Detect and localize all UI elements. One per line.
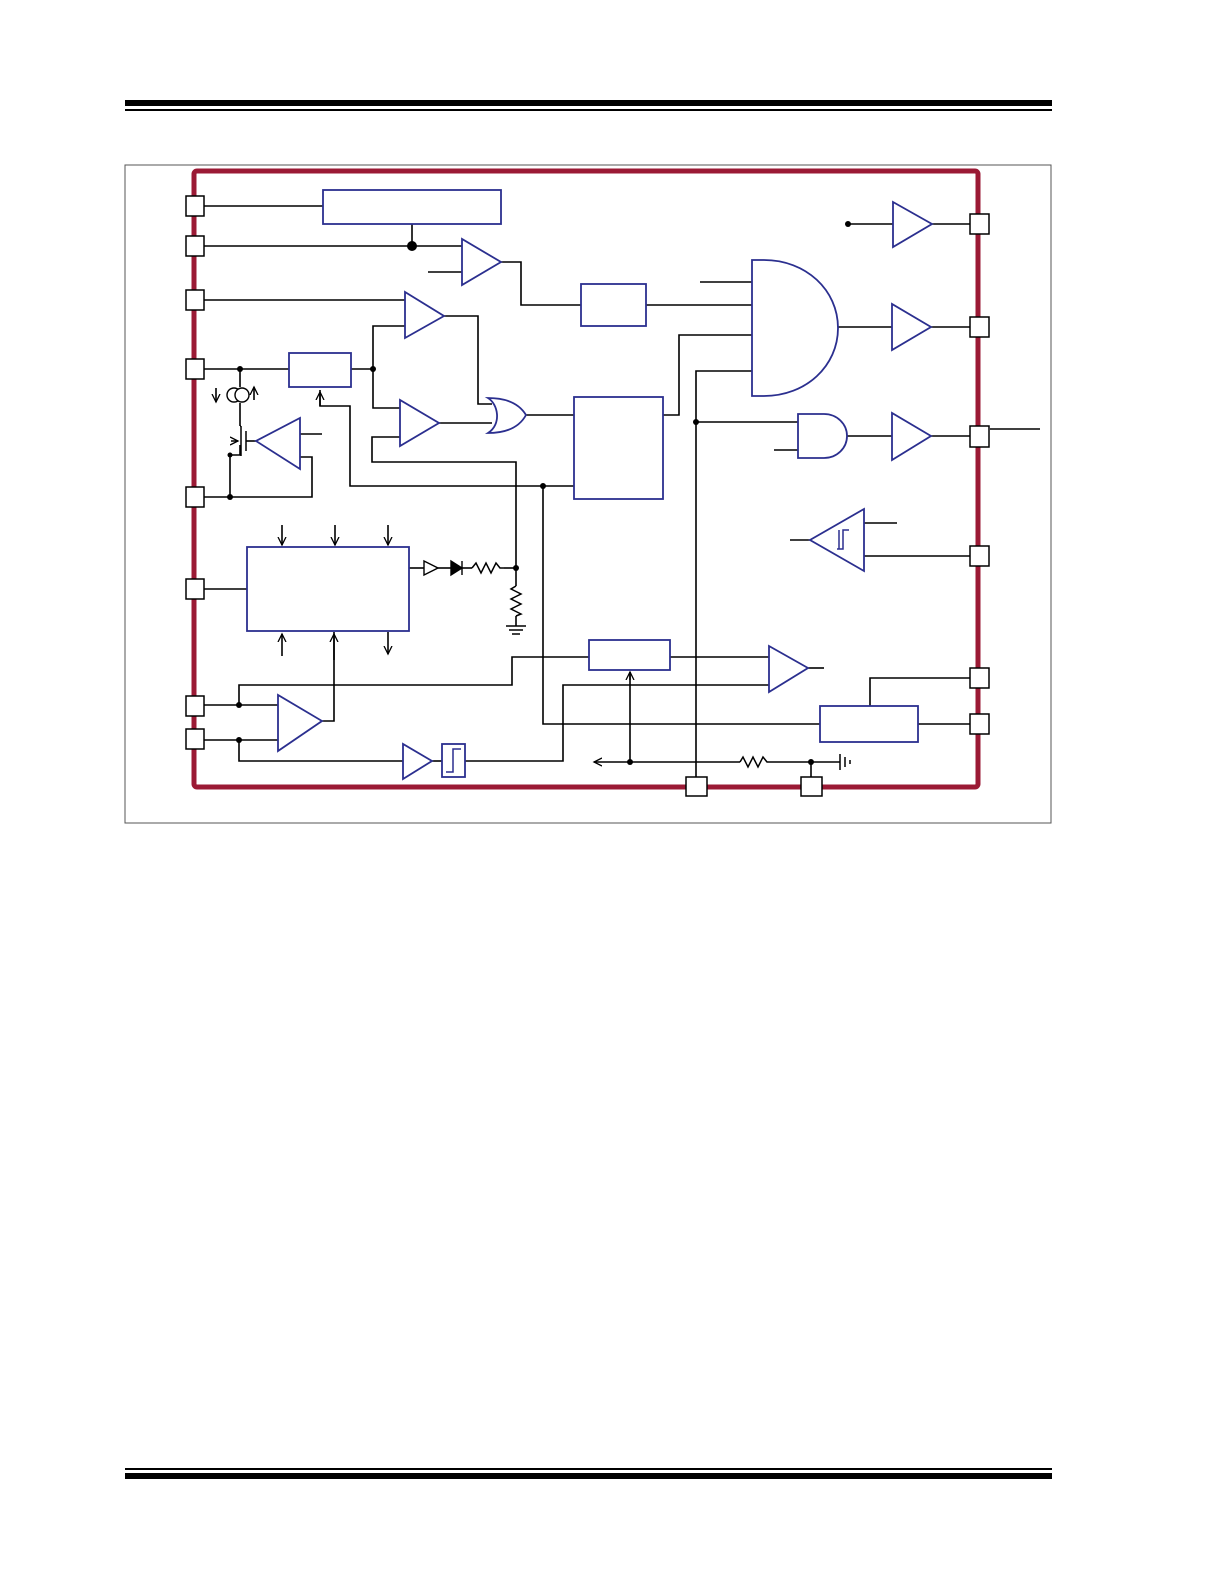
comparator-c	[399, 398, 441, 448]
main-and-gate	[751, 259, 839, 397]
error-amp	[254, 416, 301, 471]
wire-pin7-up	[238, 656, 589, 705]
pin-bottom-1	[685, 776, 708, 797]
wire-feedback	[319, 390, 574, 487]
wire-vertical-bus	[542, 486, 820, 725]
junction	[236, 702, 242, 708]
sense-block	[288, 352, 352, 388]
junction-big	[407, 241, 417, 251]
driver-block	[819, 705, 919, 743]
pin-left-5	[185, 486, 205, 508]
comparator-a	[461, 237, 503, 287]
pin-right-5	[969, 667, 990, 689]
hysteresis-icon	[837, 529, 849, 550]
junction	[693, 419, 699, 425]
resistor-icon	[739, 755, 770, 769]
diode-icon	[450, 559, 464, 577]
pin-left-3	[185, 289, 205, 311]
resistor-icon	[509, 585, 523, 617]
junction	[540, 483, 546, 489]
arrows	[216, 387, 630, 762]
pin-bottom-2	[800, 776, 823, 797]
junction	[845, 221, 851, 227]
pin-left-8	[185, 728, 205, 750]
junctions	[227, 221, 851, 765]
footer-rule-thin	[125, 1468, 1052, 1470]
buffer-small	[402, 742, 434, 781]
junction	[227, 452, 233, 458]
junction	[236, 737, 242, 743]
pin-left-4	[185, 358, 205, 380]
timer-block	[246, 546, 410, 632]
input-amp	[277, 693, 324, 753]
wire-comp-b-out	[444, 315, 492, 405]
hysteresis-icon	[446, 748, 461, 773]
pin-right-2	[969, 316, 990, 338]
comparator-b	[404, 290, 446, 340]
wire-amp-out	[322, 632, 335, 722]
pin-left-2	[185, 235, 205, 257]
pin-left-1	[185, 195, 205, 217]
junction	[237, 366, 243, 372]
wire-comp-c-in2	[371, 436, 517, 568]
comparator-d	[768, 644, 810, 694]
header-rule-thick	[125, 100, 1052, 106]
resistor-icon	[471, 561, 504, 575]
wire-mosfet-src	[229, 445, 241, 497]
junction	[227, 494, 233, 500]
pin-left-6	[185, 578, 205, 600]
pin-right-4	[969, 545, 990, 567]
wires	[204, 205, 1040, 787]
wire-control-out2	[695, 370, 752, 787]
chip-outline	[191, 168, 981, 790]
wire-comp-b-in2	[372, 325, 405, 409]
junction	[808, 759, 814, 765]
pin-right-6	[969, 713, 990, 735]
buffer-3	[891, 411, 933, 462]
pin-left-7	[185, 695, 205, 717]
wire-control-out1	[663, 334, 752, 416]
footer-rule-thick	[125, 1473, 1052, 1479]
logic-block-small	[580, 283, 647, 327]
buffer-1	[892, 200, 934, 249]
schmitt-comparator	[808, 507, 865, 573]
wire-driver-up	[869, 677, 972, 706]
buffer-2	[891, 302, 933, 352]
bias-block	[588, 639, 671, 671]
junction	[627, 759, 633, 765]
junction	[513, 565, 519, 571]
pin-right-1	[969, 213, 990, 235]
wire-pin8-down	[238, 740, 403, 762]
header-rule-thin	[125, 109, 1052, 111]
or-gate	[484, 397, 528, 434]
figure-frame	[124, 164, 1052, 824]
pin-right-3	[969, 425, 990, 448]
wire-comp-a-out	[501, 261, 581, 306]
small-and-gate	[797, 413, 848, 459]
top-bar-block	[322, 189, 502, 225]
junction	[370, 366, 376, 372]
small-buffer-icon	[423, 559, 440, 577]
wire-pin5	[204, 456, 313, 498]
control-block	[573, 396, 664, 500]
wire-schmitt-box-out	[465, 684, 769, 762]
